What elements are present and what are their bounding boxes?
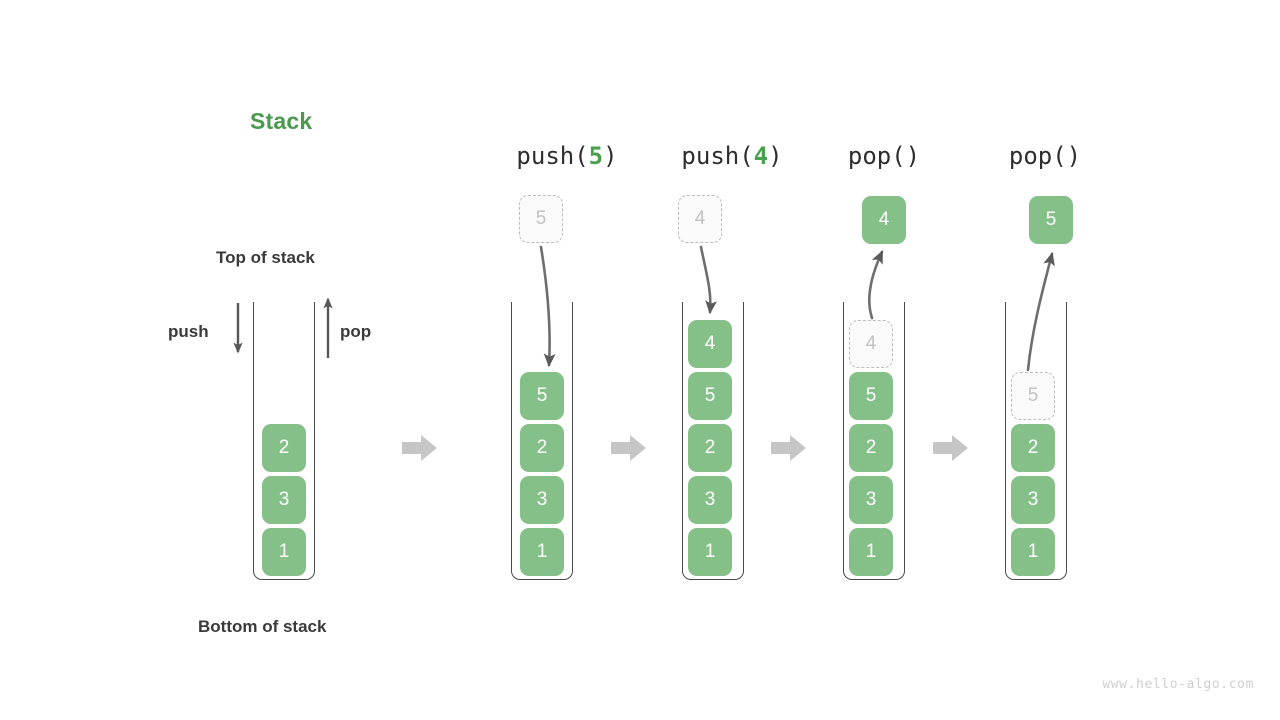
removed-element-ghost: 5 <box>1011 372 1055 420</box>
label-top-of-stack: Top of stack <box>216 248 315 267</box>
stack-element: 2 <box>520 424 564 472</box>
stack-container-initial <box>253 302 315 580</box>
stack-element: 2 <box>849 424 893 472</box>
stack-element: 1 <box>520 528 564 576</box>
column-header-pop-2: pop() <box>1009 142 1081 170</box>
label-push: push <box>168 322 209 341</box>
stack-element: 2 <box>1011 424 1055 472</box>
stack-element: 3 <box>520 476 564 524</box>
stack-element: 2 <box>262 424 306 472</box>
page-title: Stack <box>250 108 313 134</box>
stack-element: 3 <box>1011 476 1055 524</box>
header-fn-name: pop( <box>1008 142 1067 170</box>
stack-container-pop-1 <box>843 302 905 580</box>
stack-element: 1 <box>849 528 893 576</box>
transition-arrow-icon <box>611 435 646 461</box>
stack-element: 2 <box>688 424 732 472</box>
removed-element-ghost: 4 <box>849 320 893 368</box>
stack-element: 3 <box>262 476 306 524</box>
stack-element: 1 <box>688 528 732 576</box>
stack-container-pop-2 <box>1005 302 1067 580</box>
header-paren-close: ) <box>768 142 783 170</box>
header-argument: 4 <box>753 142 769 170</box>
column-header-pop-1: pop() <box>848 142 920 170</box>
stack-element: 5 <box>688 372 732 420</box>
header-fn-name: push( <box>516 142 589 170</box>
stack-element: 5 <box>520 372 564 420</box>
stack-element: 1 <box>262 528 306 576</box>
transition-arrow-icon <box>771 435 806 461</box>
stack-element: 5 <box>849 372 893 420</box>
stack-container-push-4 <box>682 302 744 580</box>
header-argument: 5 <box>588 142 604 170</box>
incoming-element-ghost: 4 <box>678 195 722 243</box>
incoming-element-ghost: 5 <box>519 195 563 243</box>
transition-arrow-icon <box>933 435 968 461</box>
header-paren-close: ) <box>1066 142 1082 170</box>
header-paren-close: ) <box>905 142 921 170</box>
header-paren-close: ) <box>603 142 618 170</box>
label-bottom-of-stack: Bottom of stack <box>198 617 327 636</box>
header-fn-name: push( <box>681 142 754 170</box>
stack-element: 3 <box>688 476 732 524</box>
stack-element: 4 <box>688 320 732 368</box>
stack-element: 3 <box>849 476 893 524</box>
column-header-push-4: push(4) <box>681 142 782 170</box>
popped-element: 4 <box>862 196 906 244</box>
stack-container-push-5 <box>511 302 573 580</box>
column-header-push-5: push(5) <box>516 142 617 170</box>
transition-arrow-icon <box>402 435 437 461</box>
popped-element: 5 <box>1029 196 1073 244</box>
label-pop: pop <box>340 322 372 341</box>
stack-element: 1 <box>1011 528 1055 576</box>
header-fn-name: pop( <box>847 142 906 170</box>
watermark: www.hello-algo.com <box>1102 677 1254 692</box>
